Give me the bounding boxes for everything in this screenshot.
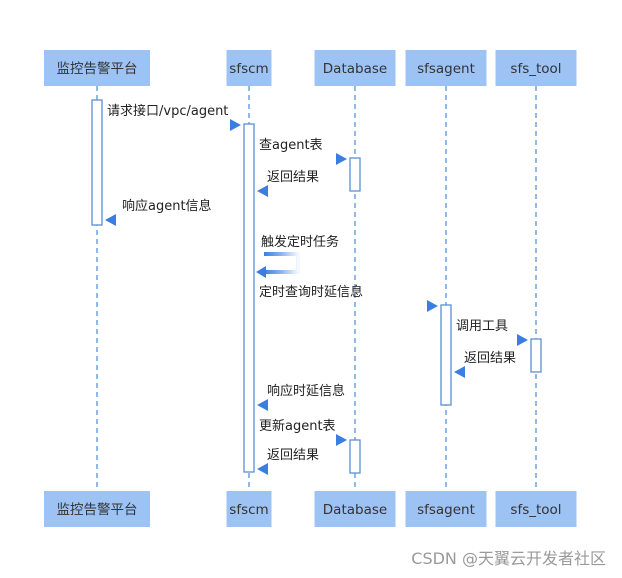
participant-box bbox=[314, 50, 396, 86]
participant-database-top: Database bbox=[314, 50, 396, 86]
participant-sfsagent-bottom: sfsagent bbox=[405, 491, 487, 527]
message-arrow bbox=[103, 119, 241, 131]
participant-label: 监控告警平台 bbox=[57, 61, 138, 77]
message-label: 触发定时任务 bbox=[261, 234, 339, 250]
participant-box bbox=[314, 491, 396, 527]
participant-box bbox=[226, 491, 272, 527]
message-arrow bbox=[257, 399, 440, 411]
participant-box bbox=[44, 50, 150, 86]
message-arrow bbox=[452, 334, 528, 346]
participant-monitor-bottom: 监控告警平台 bbox=[44, 491, 150, 527]
arrowhead bbox=[257, 399, 268, 411]
arrowhead bbox=[105, 214, 116, 226]
arrowhead bbox=[517, 334, 528, 346]
arrowhead bbox=[257, 463, 268, 475]
message-label: 响应时延信息 bbox=[267, 383, 345, 399]
message-arrow bbox=[454, 366, 530, 378]
participant-label: 监控告警平台 bbox=[57, 502, 138, 518]
message-arrow bbox=[255, 300, 438, 312]
arrowhead bbox=[336, 153, 347, 165]
arrowhead bbox=[454, 366, 465, 378]
participant-monitor-top: 监控告警平台 bbox=[44, 50, 150, 86]
participant-sfscm-top: sfscm bbox=[226, 50, 272, 86]
participant-label: sfsagent bbox=[417, 502, 475, 518]
message-label: 调用工具 bbox=[456, 319, 508, 334]
arrowhead bbox=[257, 185, 268, 197]
watermark: CSDN @天翼云开发者社区 bbox=[411, 549, 606, 568]
message-label: 返回结果 bbox=[267, 170, 319, 185]
participant-label: sfs_tool bbox=[510, 502, 561, 518]
participant-label: sfs_tool bbox=[510, 61, 561, 77]
activation-sfstool bbox=[530, 338, 542, 373]
message-arrow bbox=[256, 252, 300, 278]
participant-sfstool-top: sfs_tool bbox=[495, 50, 577, 86]
message-label: 返回结果 bbox=[267, 448, 319, 463]
message-label: 请求接口/vpc/agent bbox=[107, 103, 228, 119]
participant-label: sfsagent bbox=[417, 61, 475, 77]
arrowhead bbox=[256, 266, 266, 278]
participant-label: sfscm bbox=[229, 61, 268, 77]
participant-box bbox=[405, 50, 487, 86]
message-arrow bbox=[255, 153, 347, 165]
participant-label: Database bbox=[323, 61, 387, 77]
message-label: 定时查询时延信息 bbox=[259, 284, 363, 300]
participant-sfstool-bottom: sfs_tool bbox=[495, 491, 577, 527]
message-arrow bbox=[257, 463, 349, 475]
participant-box bbox=[495, 50, 577, 86]
message-arrow bbox=[257, 185, 349, 197]
participant-sfsagent-top: sfsagent bbox=[405, 50, 487, 86]
activation-sfscm bbox=[243, 123, 255, 473]
message-label: 返回结果 bbox=[464, 351, 516, 366]
participant-box bbox=[226, 50, 272, 86]
self-call-line bbox=[264, 252, 300, 274]
participant-label: sfscm bbox=[229, 502, 268, 518]
activation-database bbox=[349, 157, 361, 192]
participant-box bbox=[405, 491, 487, 527]
activation-monitor bbox=[91, 99, 103, 226]
arrowhead bbox=[230, 119, 241, 131]
participant-box bbox=[44, 491, 150, 527]
activation-sfsagent bbox=[440, 304, 452, 406]
participant-box bbox=[495, 491, 577, 527]
participant-label: Database bbox=[323, 502, 387, 518]
message-label: 更新agent表 bbox=[259, 418, 336, 434]
message-label: 查agent表 bbox=[259, 138, 323, 153]
participant-database-bottom: Database bbox=[314, 491, 396, 527]
activation-database bbox=[349, 439, 361, 474]
arrowhead bbox=[336, 434, 347, 446]
participant-sfscm-bottom: sfscm bbox=[226, 491, 272, 527]
message-arrow bbox=[105, 214, 243, 226]
arrowhead bbox=[427, 300, 438, 312]
message-label: 响应agent信息 bbox=[122, 198, 212, 214]
message-arrow bbox=[255, 434, 347, 446]
